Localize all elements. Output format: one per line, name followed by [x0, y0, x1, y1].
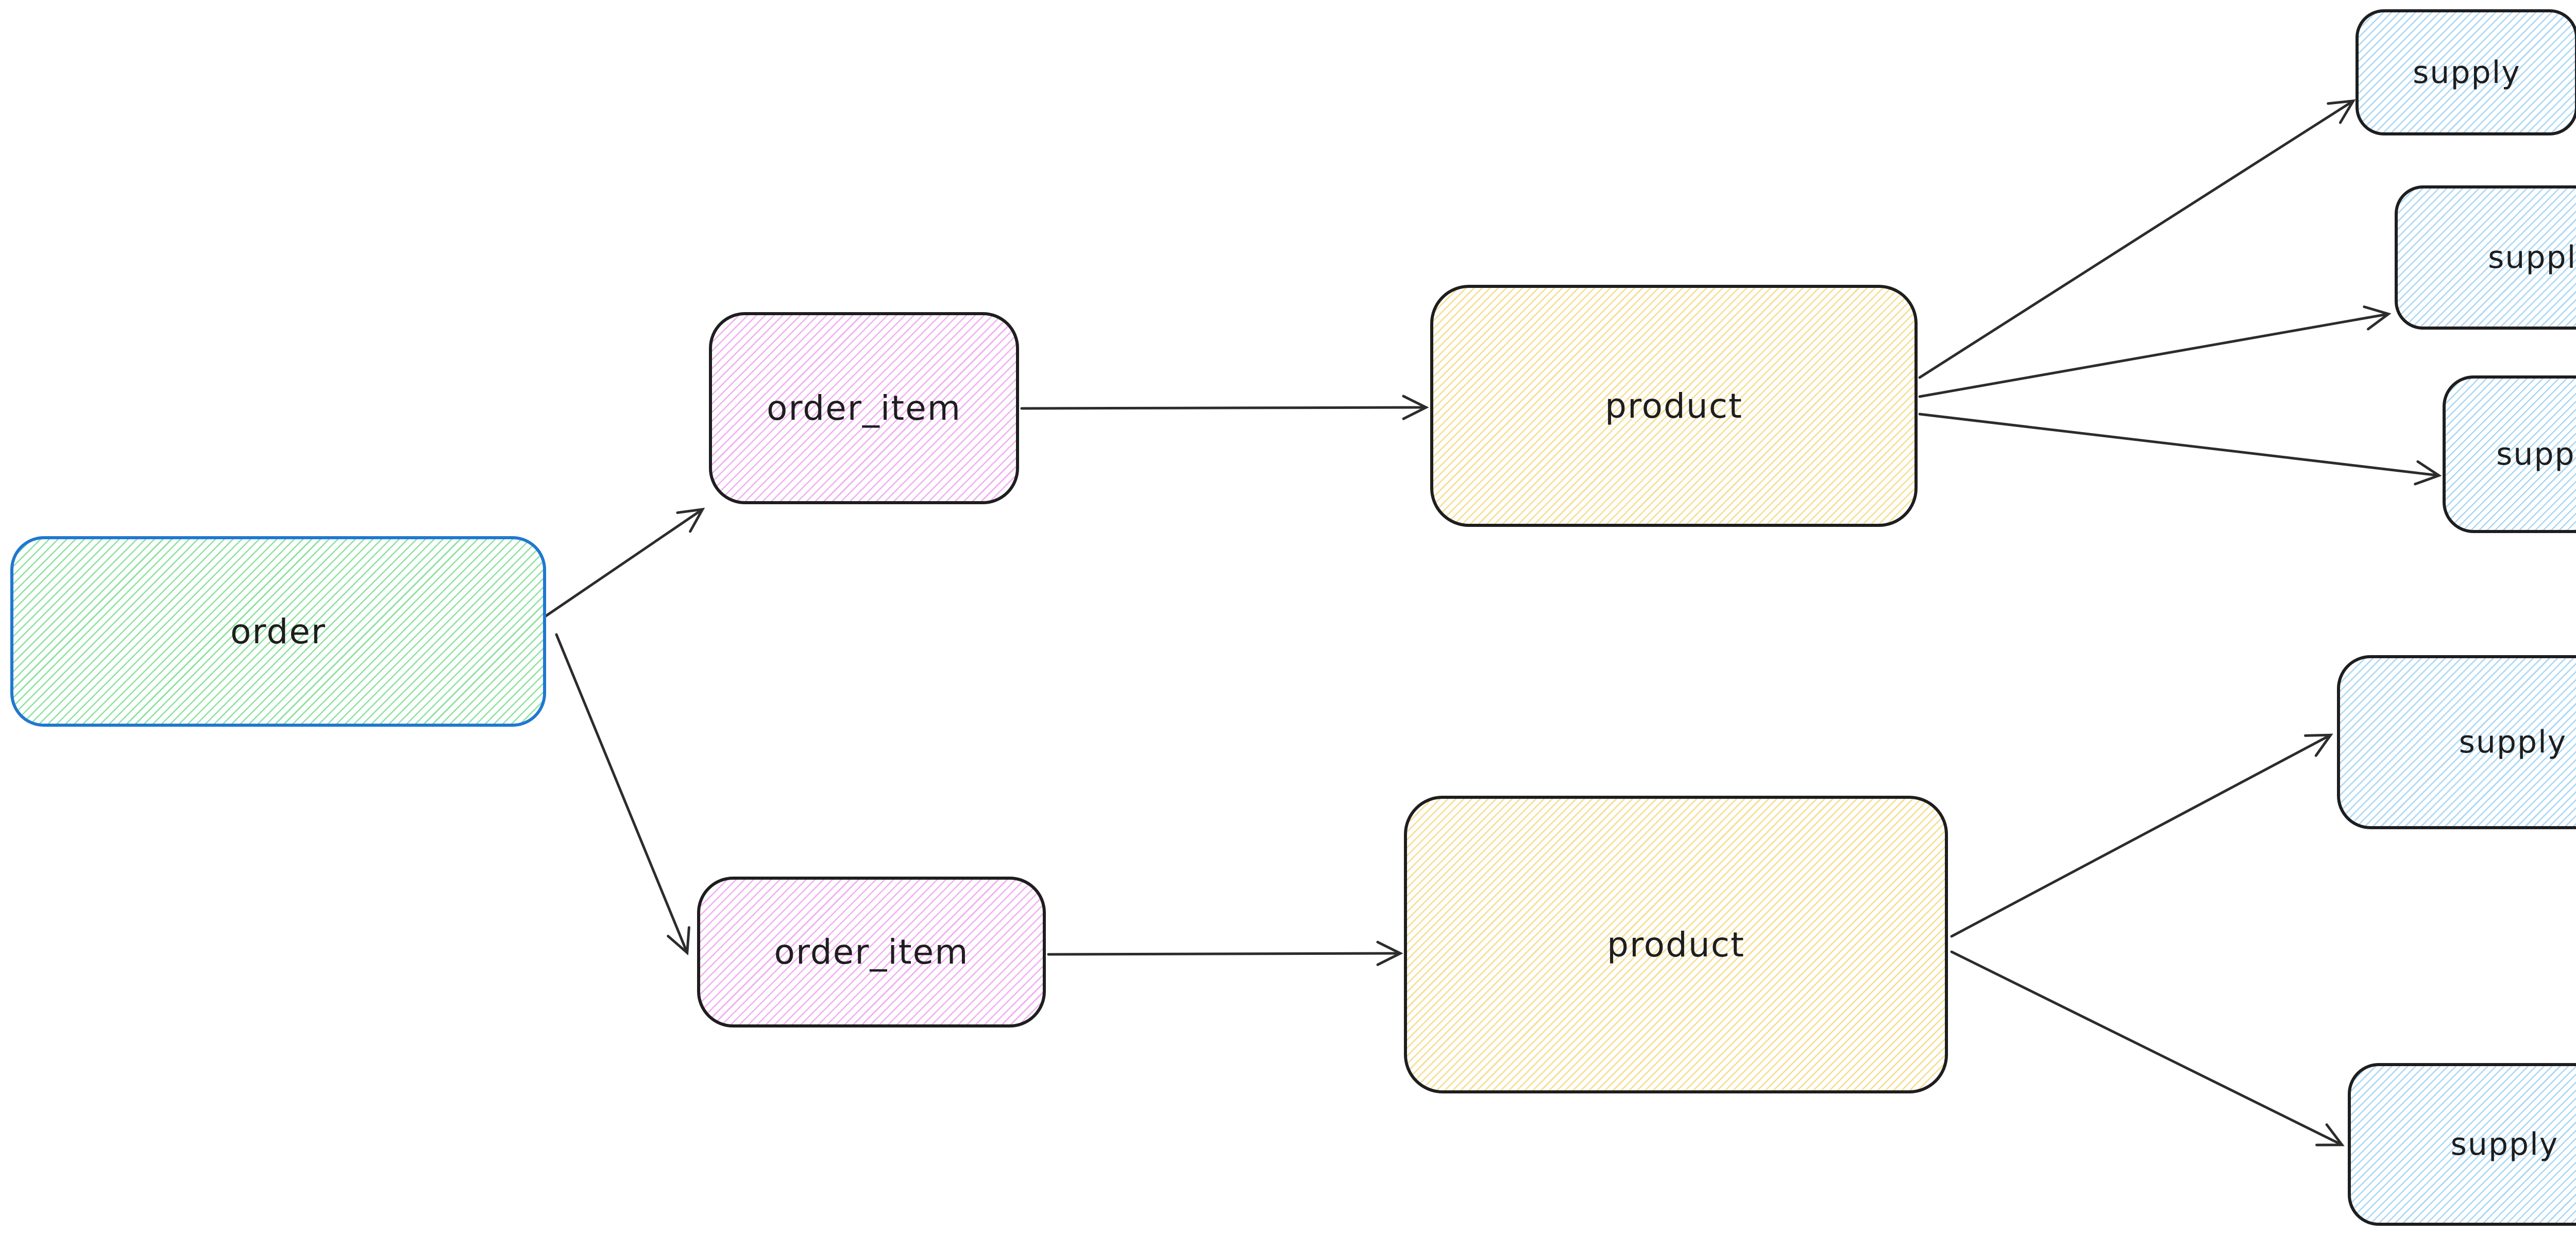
node-supply-1[interactable]: supply: [2355, 9, 2576, 135]
node-product-1[interactable]: product: [1430, 285, 1918, 527]
node-supply-4-label: supply: [2459, 724, 2567, 760]
edge-product_1-to-supply_3[interactable]: [1918, 413, 2442, 486]
node-supply-5-label: supply: [2450, 1126, 2559, 1162]
edge-product_1-to-supply_2[interactable]: [1918, 305, 2392, 398]
edge-product_1-to-supply_1[interactable]: [1918, 99, 2356, 379]
edge-product_2-to-supply_5[interactable]: [1950, 950, 2345, 1146]
node-supply-5[interactable]: supply: [2348, 1063, 2576, 1226]
node-order-item-2-label: order_item: [774, 932, 969, 972]
edge-product_2-to-supply_4[interactable]: [1950, 733, 2333, 938]
node-order[interactable]: order: [10, 536, 546, 727]
node-supply-3-label: supply: [2496, 436, 2576, 472]
node-order-label: order: [230, 611, 326, 652]
node-supply-2-label: supply: [2488, 239, 2576, 276]
node-product-2-label: product: [1607, 924, 1745, 965]
node-supply-4[interactable]: supply: [2337, 655, 2576, 829]
node-order-item-1[interactable]: order_item: [709, 312, 1019, 504]
node-order-item-1-label: order_item: [766, 388, 962, 428]
edge-order_item_1-to-product_1[interactable]: [1020, 395, 1429, 420]
node-supply-1-label: supply: [2413, 54, 2521, 91]
edge-order-to-order_item_1[interactable]: [544, 507, 705, 618]
edge-order-to-order_item_2[interactable]: [555, 633, 690, 956]
node-supply-2[interactable]: supply: [2395, 185, 2576, 330]
node-product-1-label: product: [1605, 386, 1743, 426]
node-supply-3[interactable]: supply: [2443, 375, 2576, 533]
node-order-item-2[interactable]: order_item: [697, 877, 1046, 1028]
edge-order_item_2-to-product_2[interactable]: [1047, 940, 1403, 966]
node-product-2[interactable]: product: [1404, 796, 1948, 1093]
